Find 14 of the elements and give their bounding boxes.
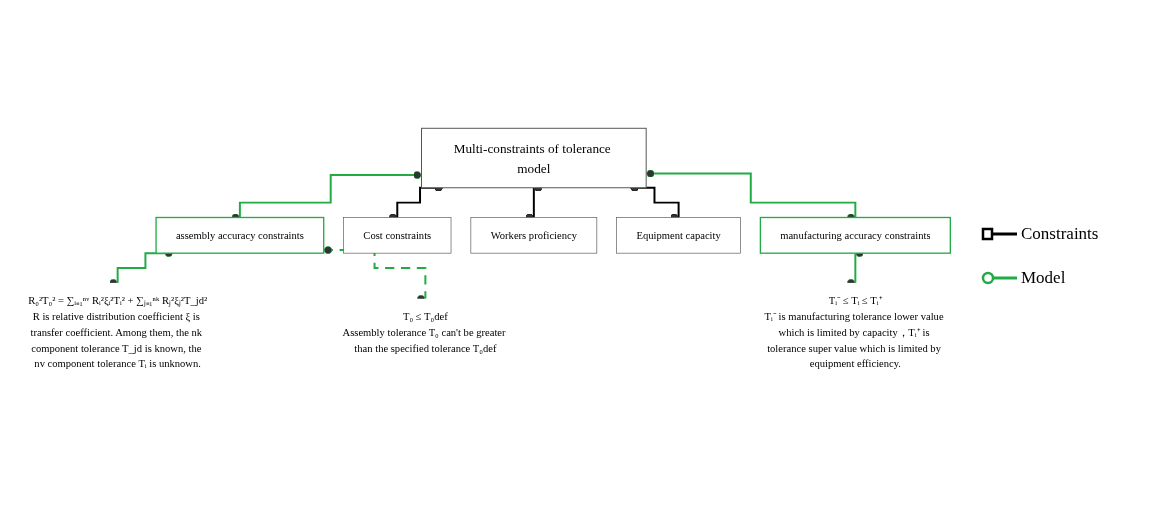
node-box: Equipment capacity — [616, 217, 741, 254]
legend-label: Constraints — [1021, 223, 1099, 244]
node-box: Cost constraints — [343, 217, 452, 254]
node-text: T₀ ≤ T₀def Assembly tolerance T₀ can't be greater than the specified tolerance T₀def — [342, 311, 506, 354]
connector — [113, 249, 175, 285]
node-box: manufacturing accuracy constraints — [759, 217, 951, 255]
node-box: assembly accuracy constraints — [155, 217, 325, 255]
node-box: Workers proficiency — [470, 217, 598, 254]
node-box: Multi-constraints of tolerance model — [421, 128, 647, 189]
legend-label: Model — [1021, 267, 1066, 288]
node-text: Tᵢ⁻ ≤ Tᵢ ≤ Tᵢ⁺ Tᵢ⁻ is manufacturing tolerance lower value which is limited by capacity，Tᵢ⁺ is tolerance super value which is limited by equipment efficiency. — [764, 295, 944, 370]
connector — [235, 171, 423, 219]
connector — [629, 184, 683, 219]
node-text: R₀²T₀² = ∑ᵢ₌₁ⁿᵛ Rᵢ²ξᵢ²Tᵢ² + ∑ⱼ₌₁ⁿᵏ Rⱼ²ξⱼ²T_jd² R is relative distribution coefficient ξ is transfer coefficient. Among them, the nk component tolerance T_jd is known, the nv component tolerance Tᵢ is unknown. — [28, 295, 208, 370]
